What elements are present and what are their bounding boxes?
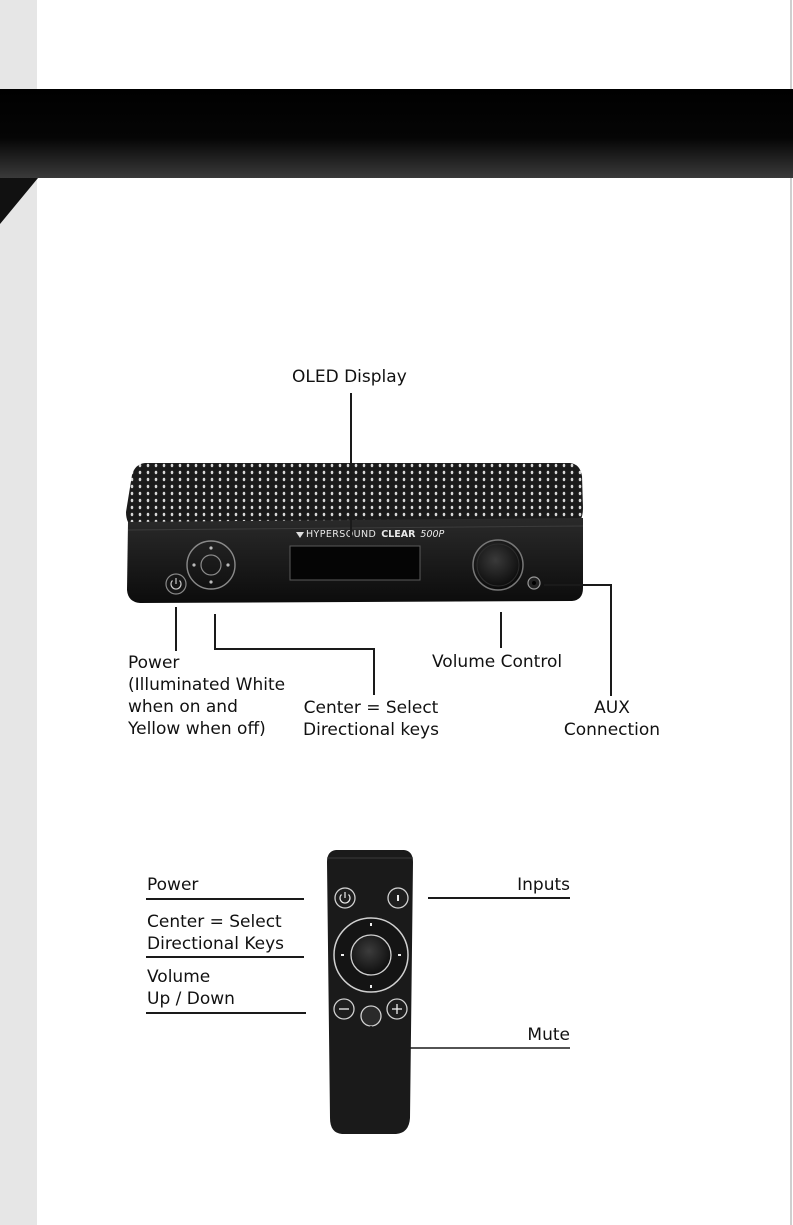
remote-volume-label: Volume Up / Down xyxy=(147,966,235,1010)
remote-power-underline xyxy=(146,898,304,900)
remote-select-button xyxy=(351,935,391,975)
remote-power-label: Power xyxy=(147,874,198,896)
remote-inputs-underline xyxy=(428,897,570,899)
remote-mute-label: Mute xyxy=(470,1024,570,1046)
remote-volume-underline xyxy=(146,1012,306,1014)
remote-directional-label: Center = Select Directional Keys xyxy=(147,911,284,955)
remote-directional-underline xyxy=(146,956,304,958)
remote-mute-button xyxy=(361,1006,381,1026)
remote-inputs-label: Inputs xyxy=(470,874,570,896)
